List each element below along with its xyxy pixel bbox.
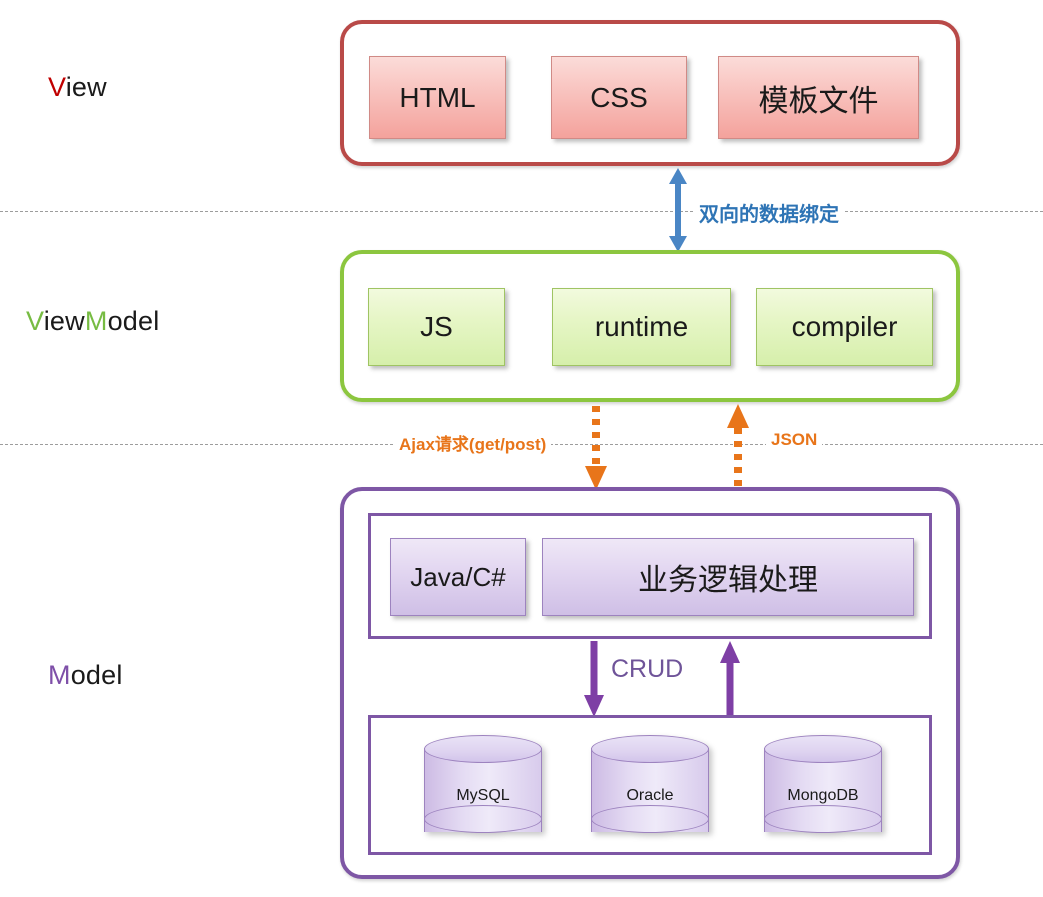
crud-arrow-down-icon <box>584 641 604 717</box>
cylinder-top-ellipse <box>424 735 542 763</box>
ajax-request-arrow-down-icon <box>585 406 607 490</box>
view-item-css[interactable]: CSS <box>551 56 687 139</box>
layer-label-view: View <box>48 74 107 101</box>
view-item-html[interactable]: HTML <box>369 56 506 139</box>
layer-label-viewmodel-rest: odel <box>107 306 160 336</box>
layer-label-viewmodel: ViewModel <box>26 308 159 335</box>
binding-arrow-bidirectional-icon <box>669 168 687 252</box>
cylinder-bottom-ellipse <box>764 805 882 833</box>
view-item-template-file[interactable]: 模板文件 <box>718 56 919 139</box>
database-cylinder-mysql[interactable]: MySQL <box>424 735 542 845</box>
viewmodel-item-js[interactable]: JS <box>368 288 505 366</box>
connector-label-json: JSON <box>766 430 823 450</box>
layer-label-model: Model <box>48 662 123 689</box>
layer-label-model-rest: odel <box>70 660 123 690</box>
connector-label-crud: CRUD <box>611 655 684 683</box>
model-item-java-csharp[interactable]: Java/C# <box>390 538 526 616</box>
database-label-mongodb: MongoDB <box>787 787 859 804</box>
layer-label-view-initial: V <box>48 72 66 102</box>
cylinder-bottom-ellipse <box>591 805 709 833</box>
viewmodel-item-runtime[interactable]: runtime <box>552 288 731 366</box>
database-label-mysql: MySQL <box>456 787 510 804</box>
json-response-arrow-up-icon <box>727 404 749 488</box>
model-item-business-logic[interactable]: 业务逻辑处理 <box>542 538 914 616</box>
layer-label-view-rest: iew <box>65 72 107 102</box>
layer-label-viewmodel-initial-m: M <box>84 306 108 336</box>
database-cylinder-mongodb[interactable]: MongoDB <box>764 735 882 845</box>
layer-label-viewmodel-initial-v: V <box>26 306 44 336</box>
connector-label-two-way-binding: 双向的数据绑定 <box>693 198 845 227</box>
cylinder-bottom-ellipse <box>424 805 542 833</box>
layer-label-viewmodel-mid: iew <box>43 306 85 336</box>
layer-label-model-initial: M <box>48 660 71 690</box>
crud-arrow-up-icon <box>720 641 740 717</box>
viewmodel-item-compiler[interactable]: compiler <box>756 288 933 366</box>
database-label-oracle: Oracle <box>626 787 674 804</box>
connector-label-ajax-request: Ajax请求(get/post) <box>394 430 552 455</box>
separator-view-viewmodel <box>0 211 1043 212</box>
cylinder-top-ellipse <box>764 735 882 763</box>
cylinder-top-ellipse <box>591 735 709 763</box>
database-cylinder-oracle[interactable]: Oracle <box>591 735 709 845</box>
